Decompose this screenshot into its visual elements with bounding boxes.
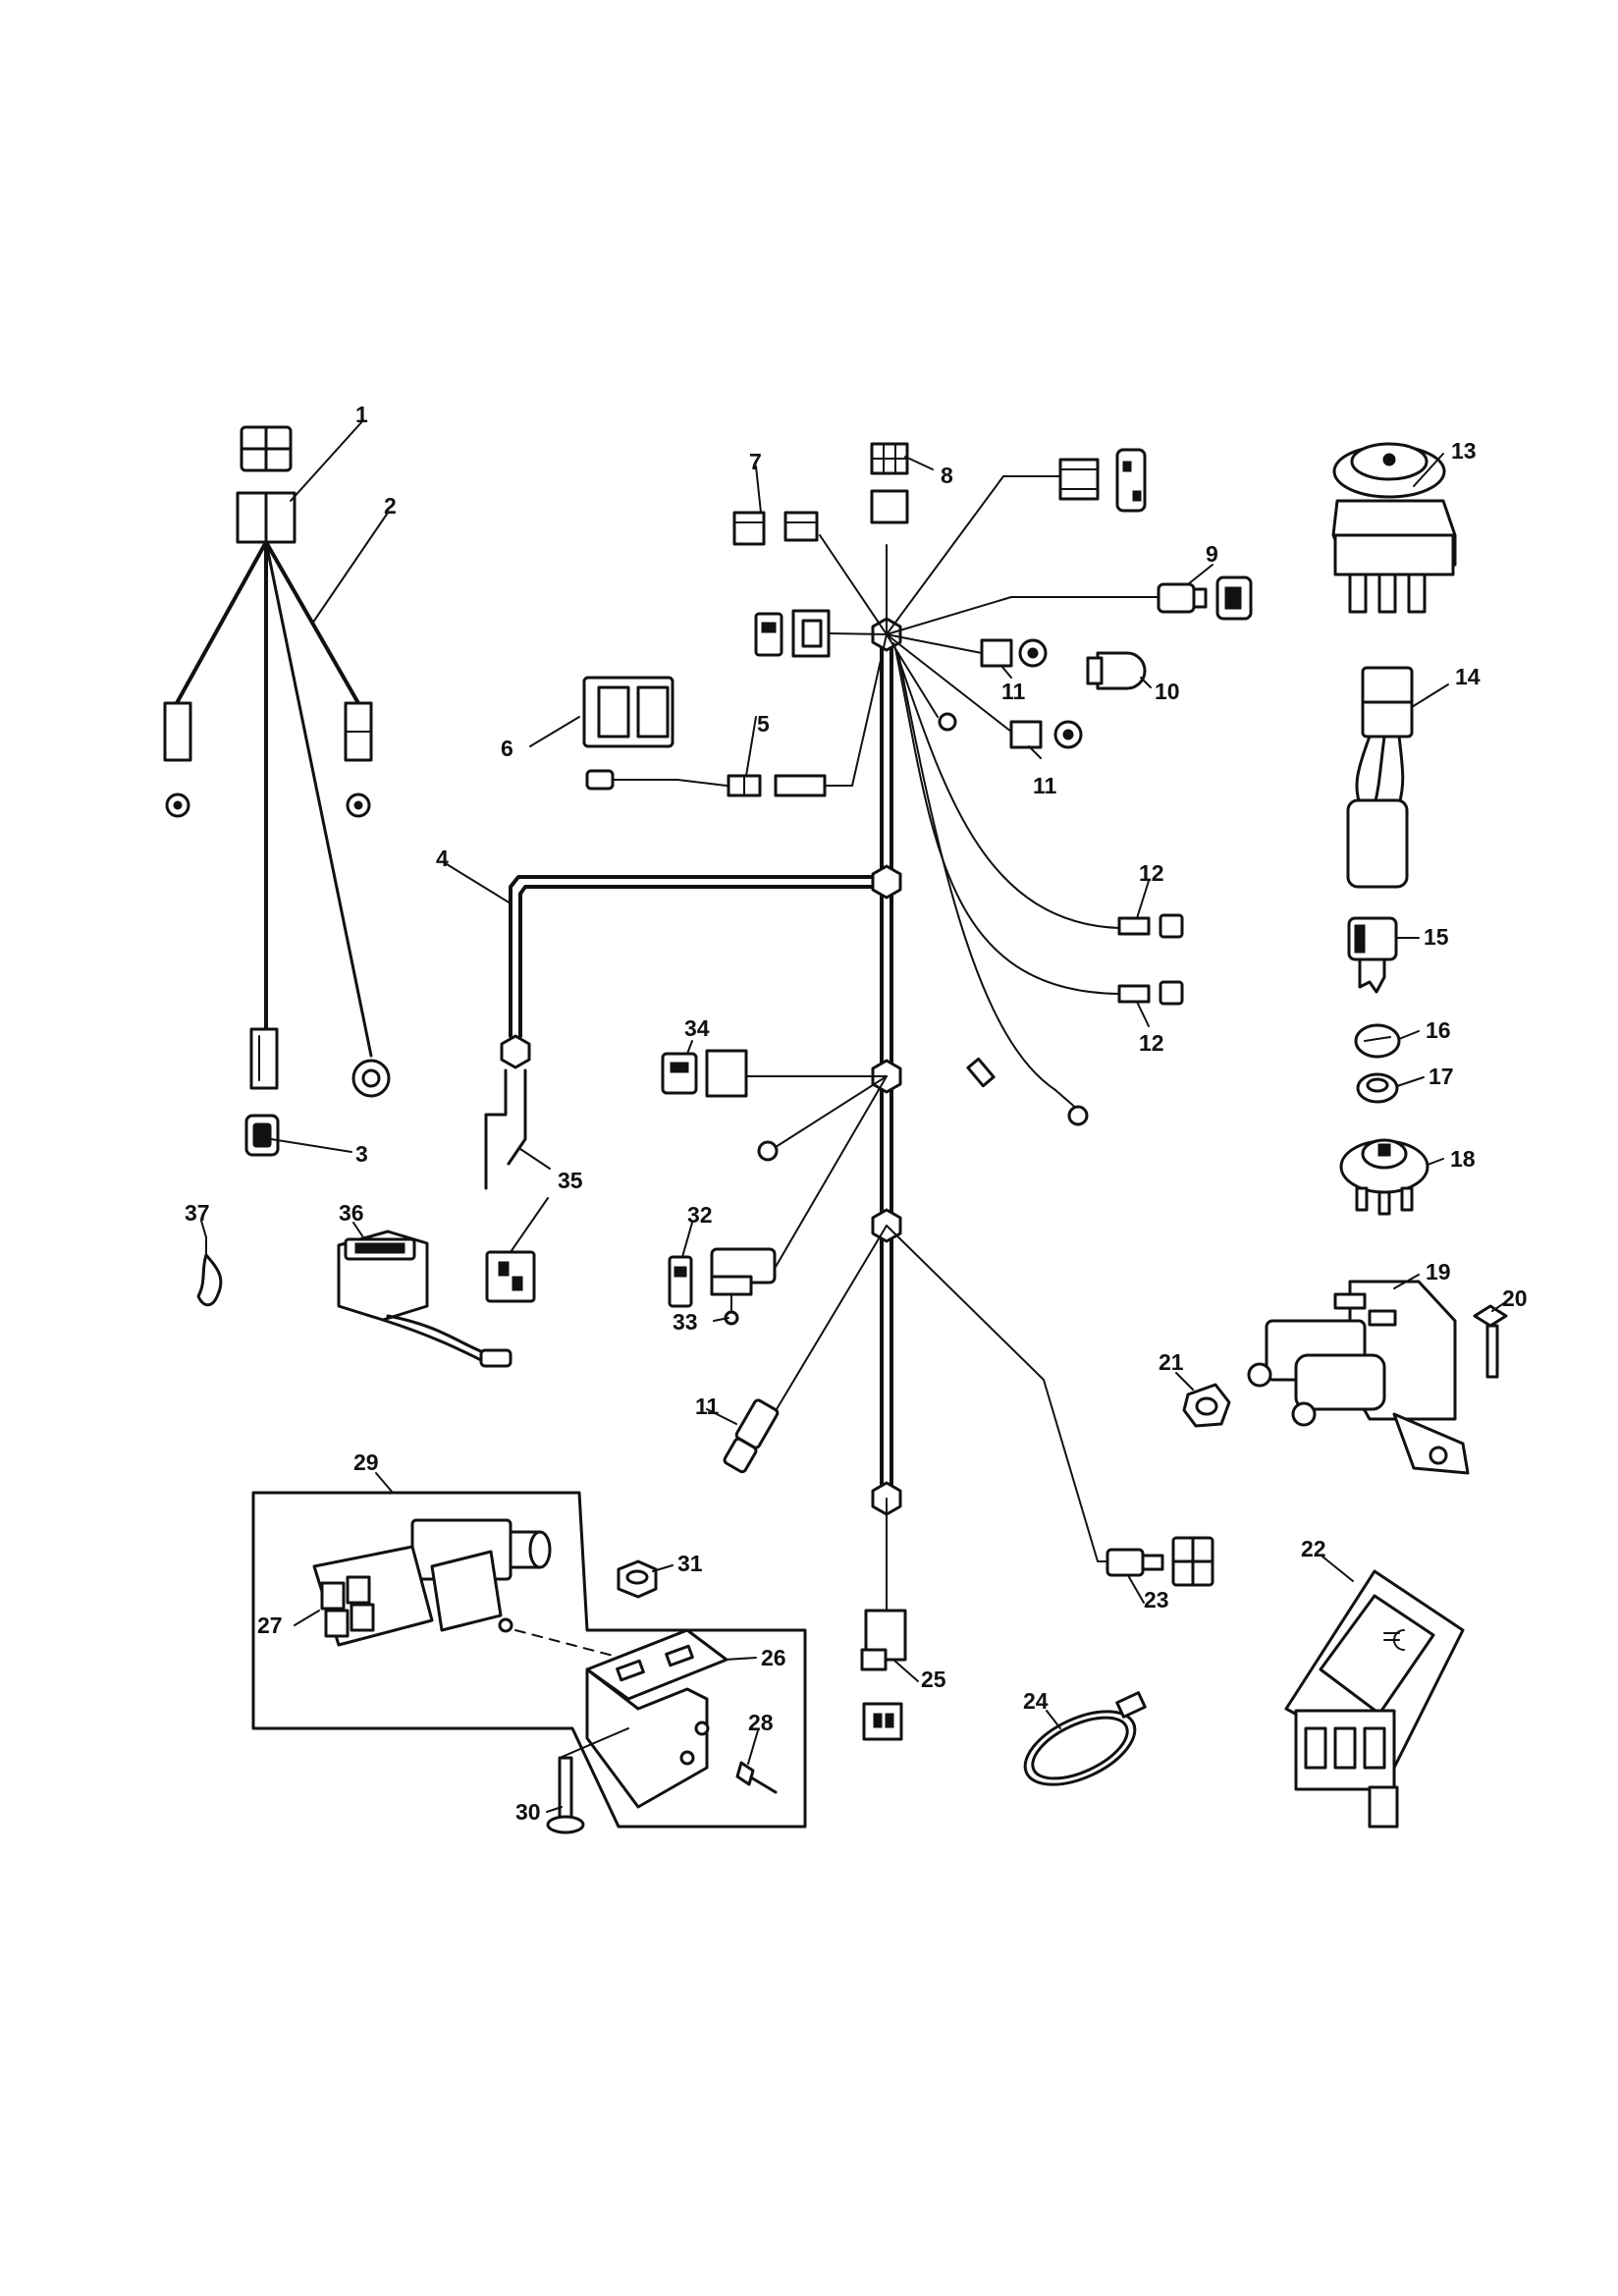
callout-28: 28 (748, 1710, 774, 1735)
connector-9 (1157, 575, 1253, 621)
callout-24: 24 (1023, 1688, 1049, 1714)
connector-12-upper (1117, 913, 1184, 939)
callout-labels: 1 2 3 4 5 6 7 8 9 10 11 11 11 12 12 13 1… (185, 402, 1528, 1825)
left-harness (163, 425, 391, 1157)
connector-11-upper (980, 638, 1048, 668)
item-37 (196, 1236, 223, 1307)
connector-32 (668, 1247, 777, 1326)
connector-1 (236, 425, 297, 544)
callout-12b: 12 (1139, 1030, 1164, 1056)
connector-35 (484, 1068, 536, 1303)
connector-11-bottom (723, 1398, 780, 1474)
inline-terminal (966, 1057, 1089, 1126)
cap-16 (1354, 1023, 1401, 1059)
connector-25 (860, 1609, 907, 1741)
callout-16: 16 (1426, 1017, 1451, 1043)
callout-9: 9 (1206, 541, 1218, 567)
connector-12-lower (1117, 980, 1184, 1006)
connector-34 (661, 1049, 748, 1098)
nut-17 (1356, 1072, 1399, 1104)
callout-11a: 11 (1001, 679, 1026, 704)
callout-35: 35 (558, 1168, 583, 1193)
callout-15: 15 (1424, 924, 1449, 950)
main-harness (500, 475, 1160, 1612)
callout-12a: 12 (1139, 860, 1164, 886)
connector-8 (870, 442, 909, 524)
terminal-left (163, 701, 192, 818)
callout-3: 3 (355, 1141, 368, 1167)
callout-25: 25 (921, 1667, 946, 1692)
terminal-right (344, 701, 373, 818)
fuse-holder-6 (582, 676, 728, 791)
switch-connector-14 (1346, 666, 1414, 889)
small-ring-upper (938, 712, 957, 732)
ignition-switch-18 (1339, 1138, 1429, 1216)
rocker-switch-22 (1284, 1569, 1465, 1829)
callout-11b: 11 (1033, 773, 1057, 798)
nut-21 (1182, 1383, 1231, 1428)
callout-5: 5 (757, 711, 770, 737)
callout-10: 10 (1155, 679, 1180, 704)
callout-7: 7 (749, 449, 762, 474)
bracket-assembly-29 (251, 1491, 807, 1829)
callout-6: 6 (501, 736, 513, 761)
bracket-26 (585, 1628, 728, 1809)
callout-17: 17 (1429, 1064, 1454, 1089)
nut-31 (617, 1559, 658, 1599)
callout-22: 22 (1301, 1536, 1326, 1561)
callout-34: 34 (684, 1015, 710, 1041)
hour-meter-36 (337, 1230, 512, 1368)
callout-13: 13 (1451, 438, 1477, 464)
connector-11-lower (1009, 720, 1083, 749)
connector-23 (1106, 1536, 1214, 1587)
callout-11c: 11 (695, 1394, 720, 1419)
callout-1: 1 (355, 402, 368, 427)
clamp-24 (1023, 1691, 1147, 1786)
callout-21: 21 (1159, 1349, 1184, 1375)
lamp-10 (1086, 651, 1147, 690)
ring-mid (757, 1140, 779, 1162)
connector-relay-top (1058, 448, 1147, 513)
harness-wires-2 (175, 540, 373, 1058)
callout-37: 37 (185, 1200, 210, 1226)
connector-5 (727, 774, 827, 797)
callout-30: 30 (515, 1799, 541, 1825)
connector-left-mid (754, 609, 831, 658)
connector-7 (732, 511, 819, 546)
key-15 (1347, 916, 1398, 994)
callout-14: 14 (1455, 664, 1481, 689)
callout-2: 2 (384, 493, 397, 519)
solenoid-19 (1247, 1280, 1470, 1475)
rotary-switch-13 (1331, 442, 1457, 614)
callout-4: 4 (436, 846, 449, 871)
callout-8: 8 (941, 463, 953, 488)
callout-31: 31 (677, 1551, 703, 1576)
callout-29: 29 (353, 1449, 379, 1475)
callout-19: 19 (1426, 1259, 1451, 1285)
connector-3 (244, 1027, 280, 1157)
callout-27: 27 (257, 1613, 283, 1638)
callout-33: 33 (673, 1309, 698, 1335)
leader-lines (200, 419, 1508, 1813)
callout-23: 23 (1144, 1587, 1169, 1613)
ring-terminal (351, 1059, 391, 1098)
callout-32: 32 (687, 1202, 713, 1228)
bolt-20 (1473, 1304, 1508, 1379)
bolt-30 (546, 1756, 585, 1834)
callout-18: 18 (1450, 1146, 1476, 1172)
callout-36: 36 (339, 1200, 364, 1226)
callout-26: 26 (761, 1645, 786, 1670)
screw-28 (735, 1761, 778, 1794)
callout-20: 20 (1502, 1285, 1528, 1311)
switch-27 (312, 1518, 629, 1661)
